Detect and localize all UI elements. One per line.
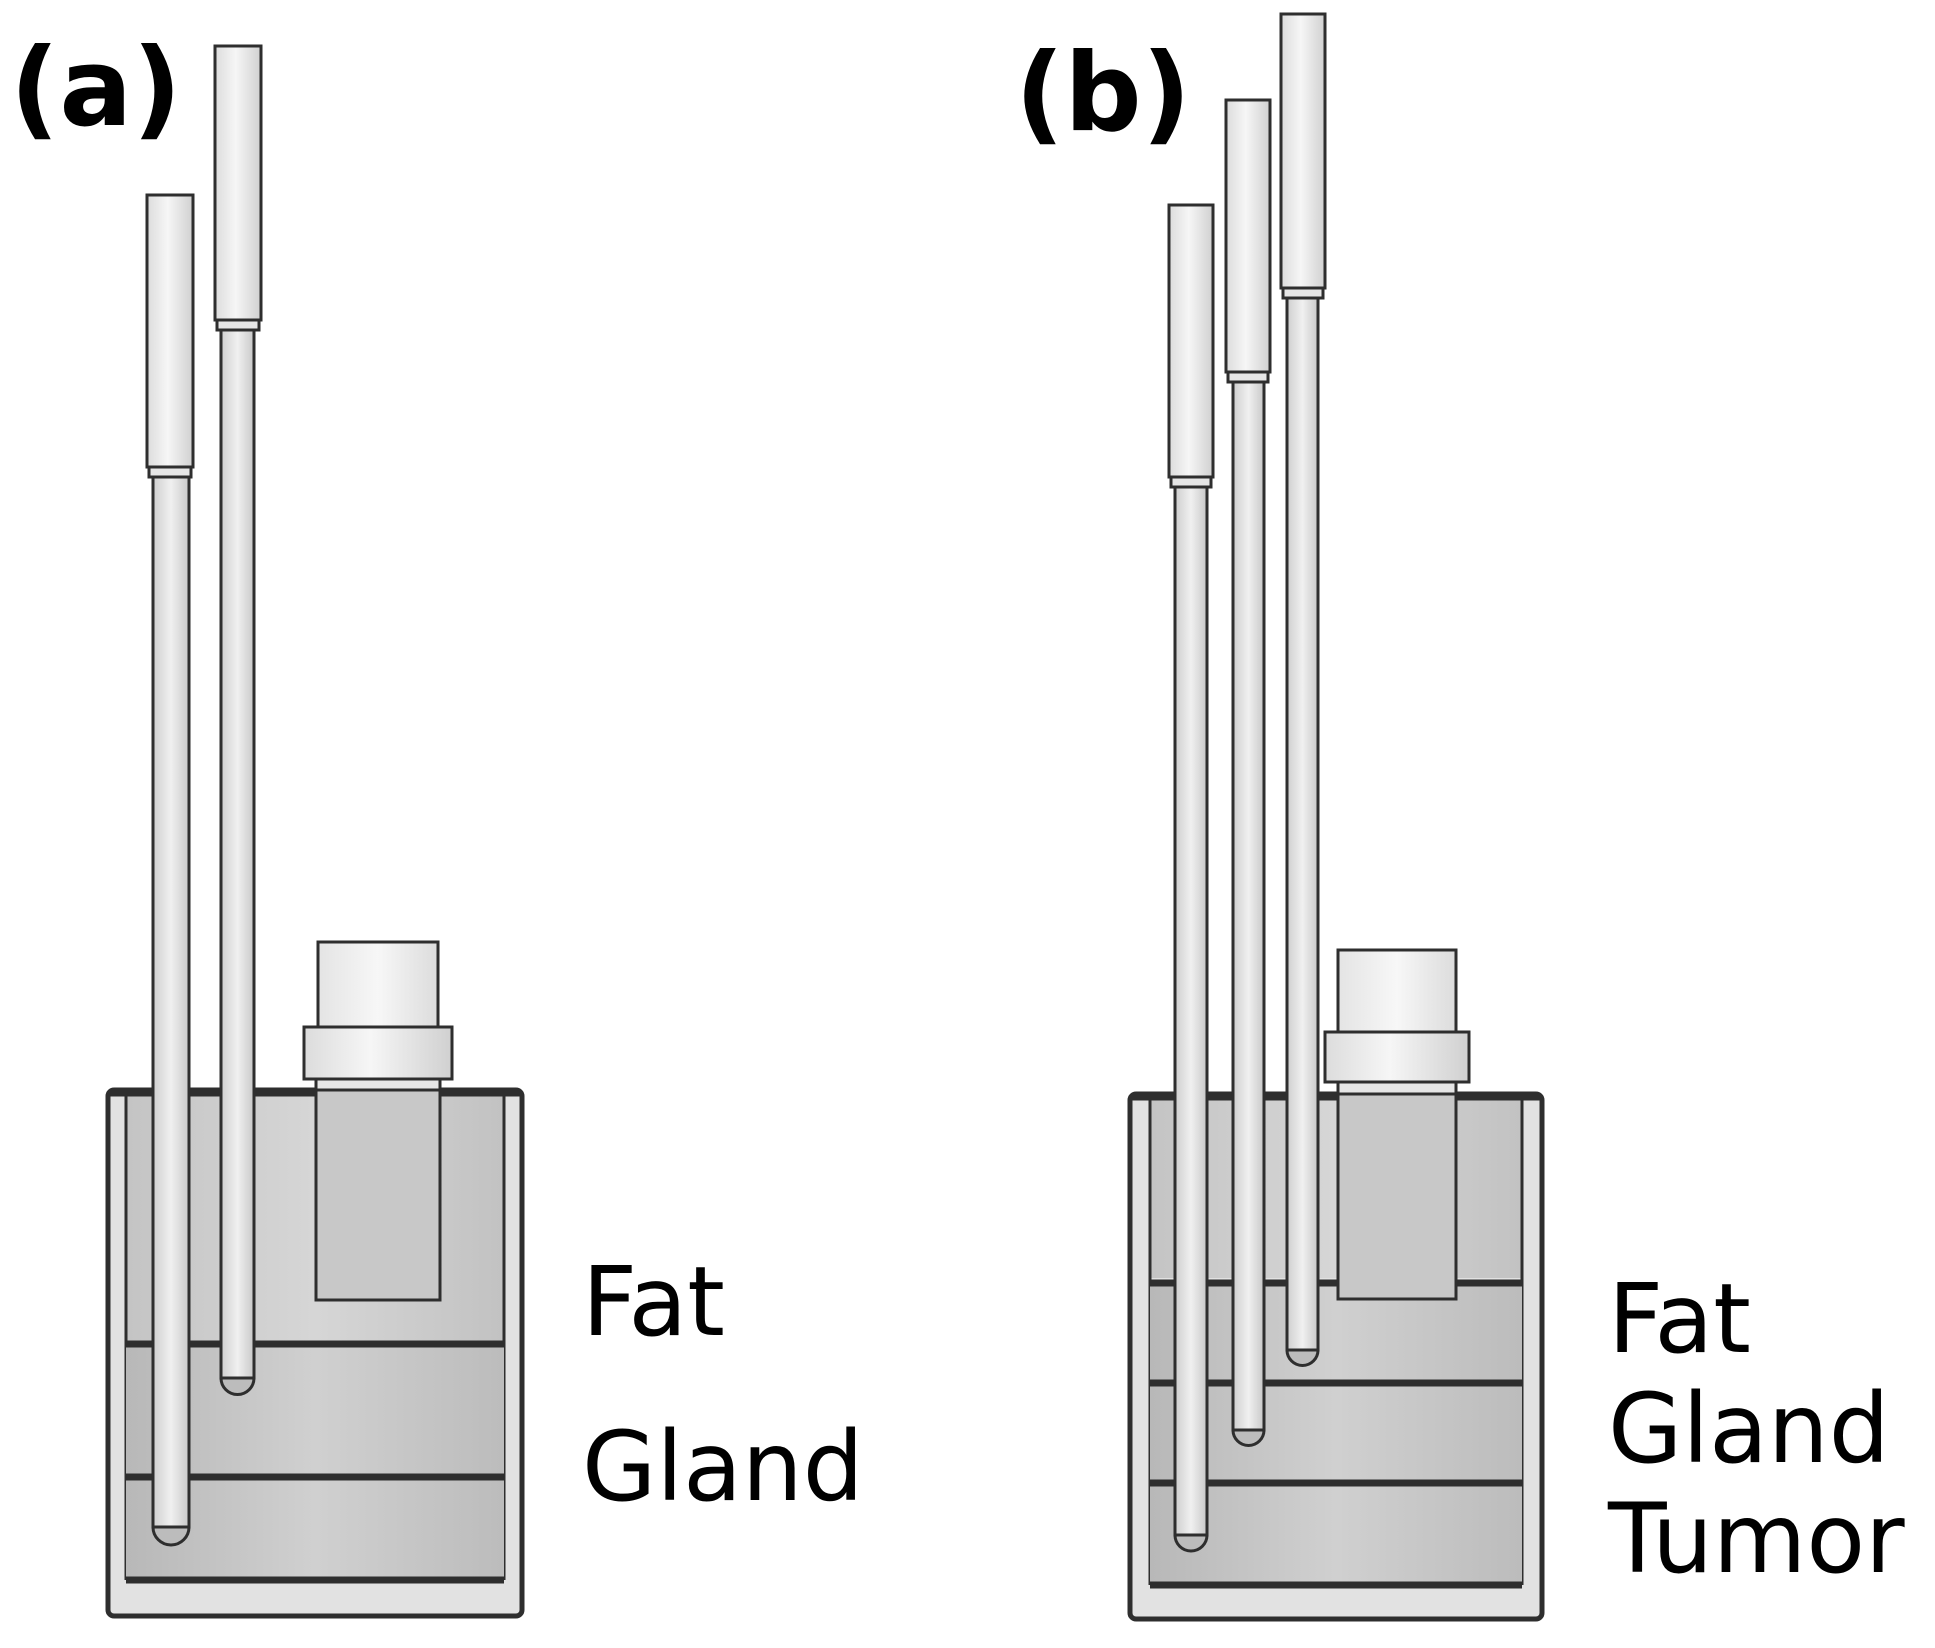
transducer-b-top [1336,948,1458,1034]
panel-a: (a) [10,26,864,1619]
panel-b: (b) [1015,12,1905,1622]
probe-a-2-tip [219,1376,256,1396]
label-b-fat: Fat [1608,1263,1751,1375]
transducer-b [1323,948,1471,1301]
probe-a-2-handle [213,44,263,322]
transducer-a-immersed [314,1088,442,1302]
tumor-layer-b [1150,1483,1522,1585]
probe-b-3-rod [1285,296,1320,1352]
probe-b-2-rod [1231,380,1266,1432]
container-b-upper-space [1150,1098,1522,1278]
gland-layer-b [1150,1383,1522,1483]
probe-b-1-tip [1173,1533,1209,1553]
probe-a-2-rod [219,328,256,1380]
label-b-tumor: Tumor [1607,1483,1905,1595]
temperature-probe-b-2 [1224,98,1272,1447]
fat-layer-b [1150,1283,1522,1383]
probe-b-2-handle [1224,98,1272,374]
transducer-a [302,940,454,1302]
transducer-a-collar [302,1025,454,1081]
probe-a-1-tip [151,1525,191,1547]
temperature-probe-b-3 [1279,12,1327,1367]
probe-b-3-tip [1285,1348,1320,1367]
temperature-probe-b-1 [1167,203,1215,1553]
temperature-probe-a-2 [213,44,263,1396]
probe-a-1-handle [145,193,195,469]
probe-b-3-handle [1279,12,1327,290]
probe-b-1-handle [1167,203,1215,479]
label-a-gland: Gland [582,1411,864,1523]
transducer-b-immersed [1336,1092,1458,1301]
label-a-fat: Fat [582,1246,725,1358]
probe-a-1-rod [151,473,191,1529]
probe-b-1-rod [1173,483,1209,1537]
temperature-probe-a-1 [145,193,195,1547]
panel-b-label: (b) [1015,31,1191,156]
panel-a-label: (a) [10,26,182,151]
probe-b-2-tip [1231,1428,1266,1447]
transducer-a-top [316,940,440,1029]
label-b-gland: Gland [1608,1373,1890,1485]
transducer-b-collar [1323,1030,1471,1084]
